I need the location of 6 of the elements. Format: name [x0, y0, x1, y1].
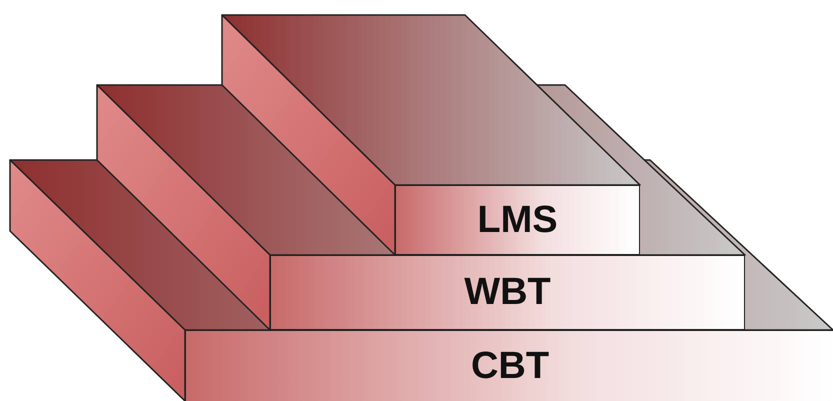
slab-front-face [185, 330, 833, 401]
slab-label: WBT [464, 271, 551, 314]
slab-front-face [395, 185, 640, 255]
slab-label: LMS [477, 198, 558, 242]
slab-front-face [270, 255, 745, 330]
slab-label: CBT [470, 344, 550, 388]
